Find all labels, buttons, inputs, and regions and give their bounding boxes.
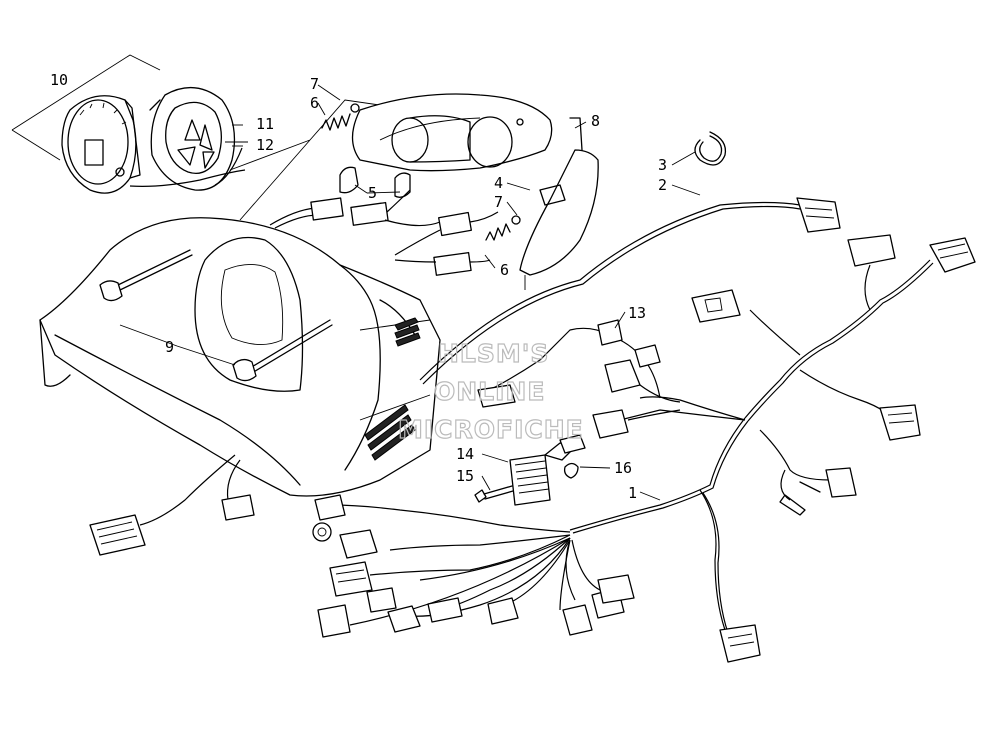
callout-7-lower: 7 bbox=[494, 193, 503, 211]
regulator-14 bbox=[509, 434, 586, 506]
clip-ring-3 bbox=[694, 131, 727, 166]
callout-15: 15 bbox=[456, 467, 474, 485]
watermark-line-3: MICROFICHE bbox=[398, 415, 584, 444]
callout-13: 13 bbox=[628, 304, 646, 322]
headlight-wiring bbox=[269, 189, 499, 276]
cowl-harness-left bbox=[89, 454, 255, 556]
headlight-upper bbox=[351, 93, 553, 172]
gauge-cluster bbox=[61, 95, 141, 194]
bulb-socket-left bbox=[339, 166, 359, 194]
watermark: HLSM'S ONLINE MICROFICHE bbox=[397, 338, 584, 444]
callout-14: 14 bbox=[456, 445, 474, 463]
wire-12 bbox=[129, 141, 248, 187]
callout-9: 9 bbox=[165, 338, 174, 356]
adjuster-screw-lower bbox=[232, 319, 333, 382]
callout-10: 10 bbox=[50, 71, 68, 89]
callout-8: 8 bbox=[591, 112, 600, 130]
callout-6-lower: 6 bbox=[500, 261, 509, 279]
callout-6-upper: 6 bbox=[310, 94, 319, 112]
callout-16: 16 bbox=[614, 459, 632, 477]
adjuster-screw-upper bbox=[99, 249, 193, 302]
callout-labels: 1 2 3 4 5 6 6 7 7 8 9 10 11 12 13 14 15 … bbox=[50, 71, 667, 502]
spring-lower bbox=[485, 215, 521, 241]
watermark-line-1: HLSM'S bbox=[438, 339, 549, 368]
headlight-lower bbox=[519, 117, 599, 290]
callout-2: 2 bbox=[658, 176, 667, 194]
spring-upper bbox=[321, 103, 360, 131]
bottom-connectors bbox=[312, 494, 635, 638]
callout-3: 3 bbox=[658, 156, 667, 174]
callout-11: 11 bbox=[256, 115, 274, 133]
watermark-line-2: ONLINE bbox=[434, 377, 545, 406]
callout-4: 4 bbox=[494, 174, 503, 192]
right-harness bbox=[691, 234, 976, 516]
callout-5: 5 bbox=[368, 184, 377, 202]
callout-12: 12 bbox=[256, 136, 274, 154]
front-cowl bbox=[39, 217, 441, 497]
bolt-15 bbox=[474, 485, 514, 503]
harness-2 bbox=[419, 197, 841, 385]
callout-1: 1 bbox=[628, 484, 637, 502]
nut-16 bbox=[563, 462, 579, 479]
leader-lines bbox=[119, 84, 701, 501]
main-harness-1 bbox=[477, 319, 761, 663]
bulb-socket-right bbox=[394, 172, 411, 198]
callout-7-upper: 7 bbox=[310, 75, 319, 93]
